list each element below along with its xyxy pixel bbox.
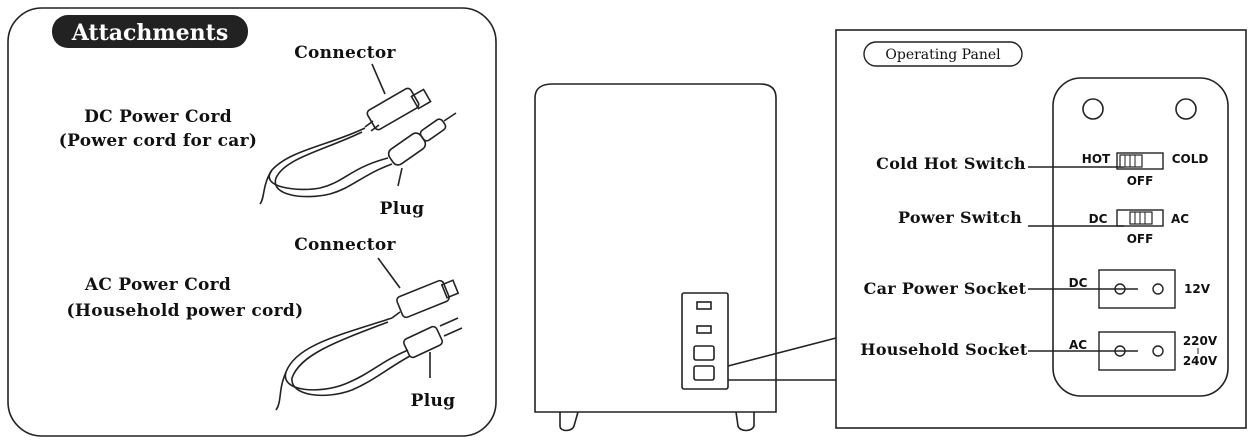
appliance-foot-right [735,411,755,432]
appliance-control-area [681,292,729,390]
dc-switch-label: DC [1089,212,1108,226]
operating-panel-title: Operating Panel [885,47,1001,63]
dc-cord-name: DC Power Cord [84,107,232,127]
ac-power-cord-illustration [275,257,463,411]
car-socket-dc-label: DC [1069,276,1088,290]
dc-plug-leader-line [397,167,403,187]
ac-cable [284,317,409,391]
dc-connector-leader-line [371,63,386,95]
appliance-body [534,83,837,432]
power-switch-off-label: OFF [1127,232,1154,246]
dc-connector-label: Connector [294,43,396,63]
attachments-panel: Attachments Connector DC Power Cord (Pow… [7,7,497,437]
mounting-hole-right [1175,98,1197,120]
appliance-socket-1 [693,345,715,361]
dc-power-cord-illustration [259,63,457,205]
dc-cord-subtitle: (Power cord for car) [59,131,257,151]
household-voltage-line2: 240V [1183,354,1218,368]
hot-label: HOT [1082,152,1111,166]
appliance-socket-2 [693,365,715,381]
dc-cable [268,127,389,191]
appliance-indicator-2 [696,325,712,334]
cold-label: COLD [1172,152,1209,166]
power-switch[interactable] [1116,209,1164,227]
ac-connector-leader-line [377,257,401,289]
car-plug-icon [387,112,457,166]
control-plate [1052,77,1229,397]
ac-plug-label: Plug [411,391,456,411]
power-switch-label: Power Switch [898,208,1022,227]
household-voltage-line1: 220V [1183,334,1218,348]
ac-connector-icon [391,279,460,319]
cold-hot-switch-label: Cold Hot Switch [876,154,1026,173]
car-power-socket[interactable] [1098,269,1176,309]
household-socket-label: Household Socket [860,340,1027,359]
cold-hot-off-label: OFF [1127,174,1154,188]
household-socket[interactable] [1098,331,1176,371]
appliance-foot-left [559,411,579,432]
mounting-hole-left [1082,98,1104,120]
appliance-indicator-1 [696,301,712,310]
operating-panel-title-frame [863,41,1023,67]
operating-panel: Operating Panel Cold Hot Switch HOT COLD… [835,29,1247,429]
dc-connector-icon [364,87,432,132]
ac-cord-name: AC Power Cord [84,275,231,295]
car-power-socket-label: Car Power Socket [864,279,1027,298]
household-socket-ac-label: AC [1069,338,1087,352]
ac-cord-subtitle: (Household power cord) [67,301,304,321]
ac-connector-label: Connector [294,235,396,255]
attachments-title-badge [52,15,248,48]
household-plug-icon [402,317,463,359]
cold-hot-switch[interactable] [1116,152,1164,170]
car-socket-voltage-label: 12V [1184,282,1211,296]
zoom-line-upper [727,337,837,367]
attachments-title: Attachments [71,20,228,46]
ac-switch-label: AC [1171,212,1189,226]
dc-plug-label: Plug [380,199,425,219]
